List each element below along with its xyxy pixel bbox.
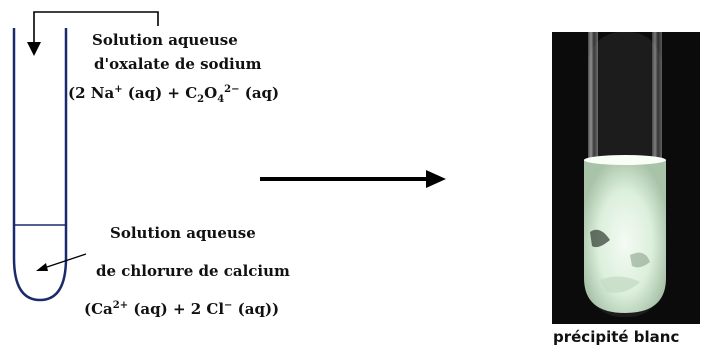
result-label: précipité blanc	[553, 328, 680, 346]
down-arrow-icon	[27, 11, 159, 56]
top-reagent-line1: Solution aqueuse	[92, 31, 238, 49]
bottom-reagent-line2: de chlorure de calcium	[96, 262, 290, 280]
reaction-arrow-icon	[260, 170, 446, 188]
bottom-reagent-line1: Solution aqueuse	[110, 224, 256, 242]
top-reagent-formula: (2 Na+ (aq) + C2O42− (aq)	[68, 84, 280, 105]
precipitate-photo	[552, 32, 700, 324]
test-tube	[12, 28, 68, 302]
pointer-arrow-icon	[36, 253, 87, 271]
bottom-reagent-formula: (Ca2+ (aq) + 2 Cl− (aq))	[84, 300, 280, 318]
top-reagent-line2: d'oxalate de sodium	[94, 55, 262, 73]
